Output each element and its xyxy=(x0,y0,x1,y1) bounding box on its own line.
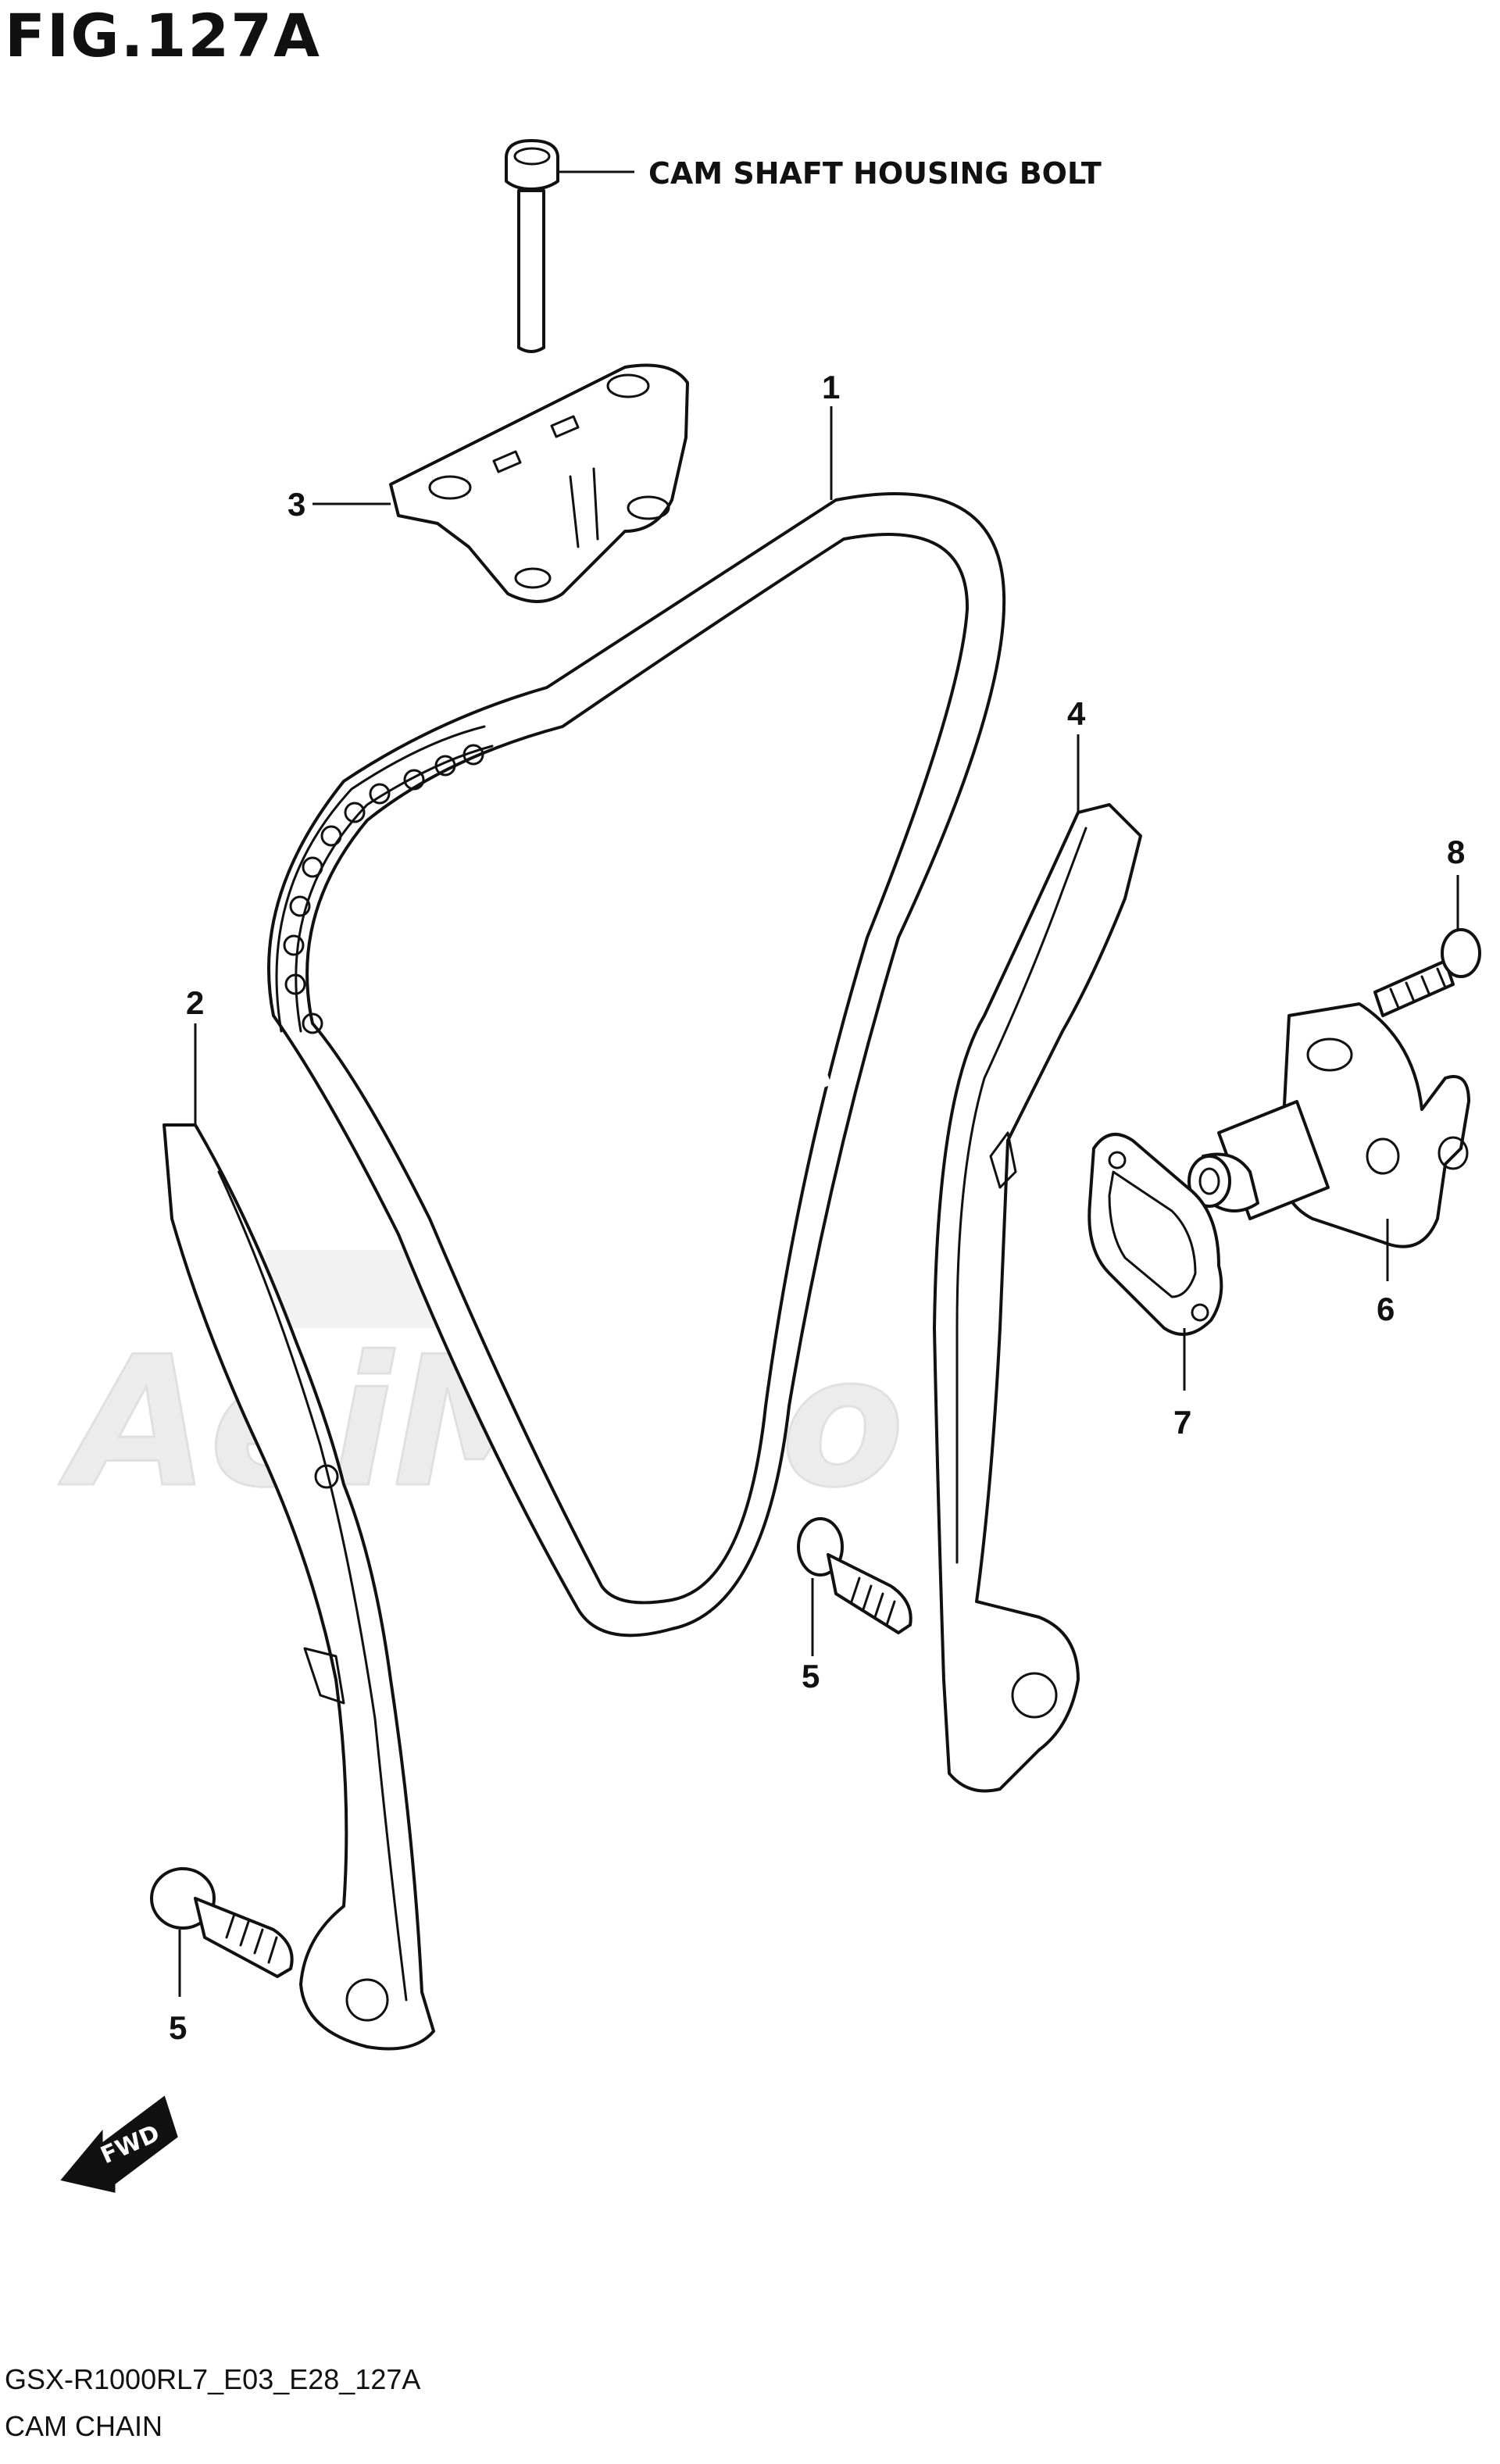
callout-1: 1 xyxy=(822,369,840,405)
callout-5-left: 5 xyxy=(169,2009,187,2046)
callout-2: 2 xyxy=(186,984,204,1021)
part-4-tensioner-guide[interactable] xyxy=(933,803,1142,1793)
fwd-arrow-icon: FWD xyxy=(60,2095,178,2193)
part-2-chain-guide[interactable] xyxy=(162,1123,435,2051)
part-6-tensioner-adjuster[interactable] xyxy=(1188,1002,1470,1248)
callout-4: 4 xyxy=(1067,695,1086,732)
cam-shaft-housing-bolt[interactable] xyxy=(505,139,559,353)
part-8-bolt[interactable] xyxy=(1373,928,1481,1017)
chain-links xyxy=(275,725,494,1034)
callout-cam-shaft-housing-bolt: CAM SHAFT HOUSING BOLT xyxy=(648,156,1102,191)
figure-code: GSX-R1000RL7_E03_E28_127A xyxy=(5,2363,420,2395)
part-5-guide-bolt-right[interactable] xyxy=(797,1517,912,1634)
callout-7: 7 xyxy=(1173,1404,1191,1441)
callout-5-right: 5 xyxy=(802,1658,820,1694)
part-1-cam-chain[interactable] xyxy=(267,492,1006,1637)
figure-name: CAM CHAIN xyxy=(5,2410,162,2442)
part-5-guide-bolt-left[interactable] xyxy=(150,1867,294,1978)
part-7-gasket[interactable] xyxy=(1088,1133,1223,1336)
callout-3: 3 xyxy=(288,486,305,523)
figure-title: FIG.127A xyxy=(5,1,321,70)
callout-8: 8 xyxy=(1447,834,1465,870)
callout-6: 6 xyxy=(1377,1291,1395,1327)
part-3-upper-guide[interactable] xyxy=(389,363,689,603)
